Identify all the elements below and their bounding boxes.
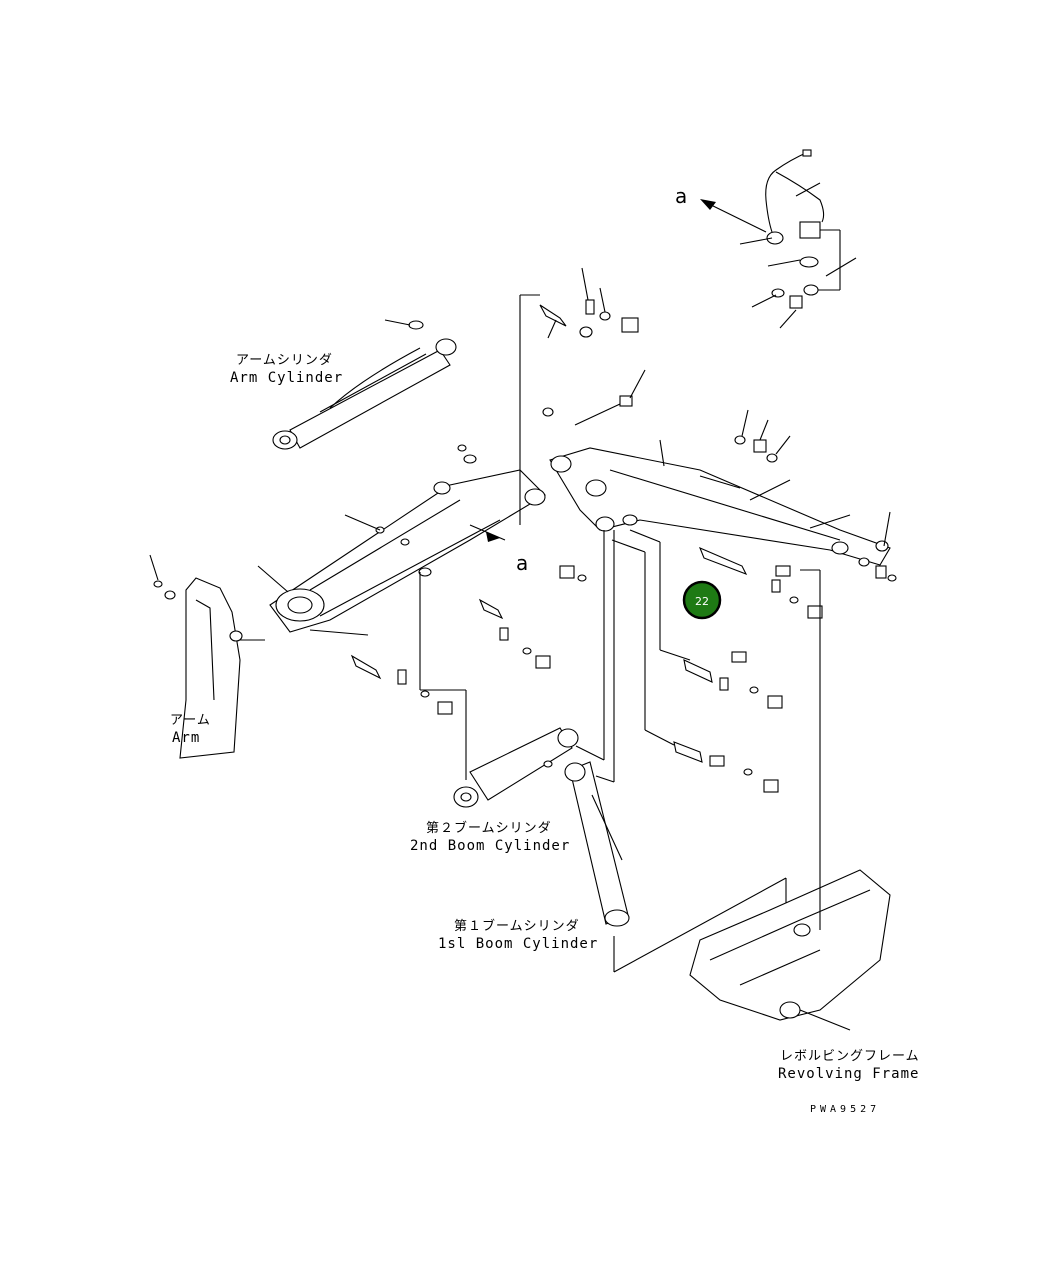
- first-boom-cylinder-label-en: 1sl Boom Cylinder: [438, 936, 598, 952]
- boom-top-pins: [519, 267, 646, 525]
- arm-cylinder-label-en: Arm Cylinder: [230, 370, 343, 386]
- first-boom-cylinder: [564, 530, 787, 973]
- callout-22-marker[interactable]: 22: [682, 580, 722, 620]
- arm-cylinder: [272, 319, 457, 450]
- view-marker-mid: a: [516, 551, 528, 575]
- cylinder-head-pins: [611, 529, 823, 793]
- center-pins: [350, 565, 587, 780]
- revolving-frame: [689, 569, 891, 1031]
- arm-cylinder-label-jp: アームシリンダ: [236, 353, 333, 368]
- revolving-frame-label-en: Revolving Frame: [778, 1066, 919, 1082]
- boom-foot-pins: [734, 409, 897, 582]
- arm-label-en: Arm: [172, 730, 200, 746]
- detail-view-a: [700, 149, 857, 329]
- arm-label-jp: アーム: [170, 713, 211, 728]
- second-boom-cylinder: [453, 530, 605, 808]
- second-boom-cylinder-label-en: 2nd Boom Cylinder: [410, 838, 570, 854]
- first-boom: [549, 439, 891, 566]
- callout-circle[interactable]: [682, 580, 722, 620]
- view-marker-top: a: [675, 184, 687, 208]
- second-boom-cylinder-label-jp: 第２ブームシリンダ: [426, 820, 552, 836]
- revolving-frame-label-jp: レボルビングフレーム: [780, 1049, 920, 1064]
- callout-number: 22: [695, 595, 709, 608]
- arm: [149, 554, 265, 759]
- first-boom-cylinder-label-jp: 第１ブームシリンダ: [454, 918, 580, 934]
- drawing-code: PWA9527: [810, 1104, 880, 1115]
- second-boom: [257, 444, 546, 636]
